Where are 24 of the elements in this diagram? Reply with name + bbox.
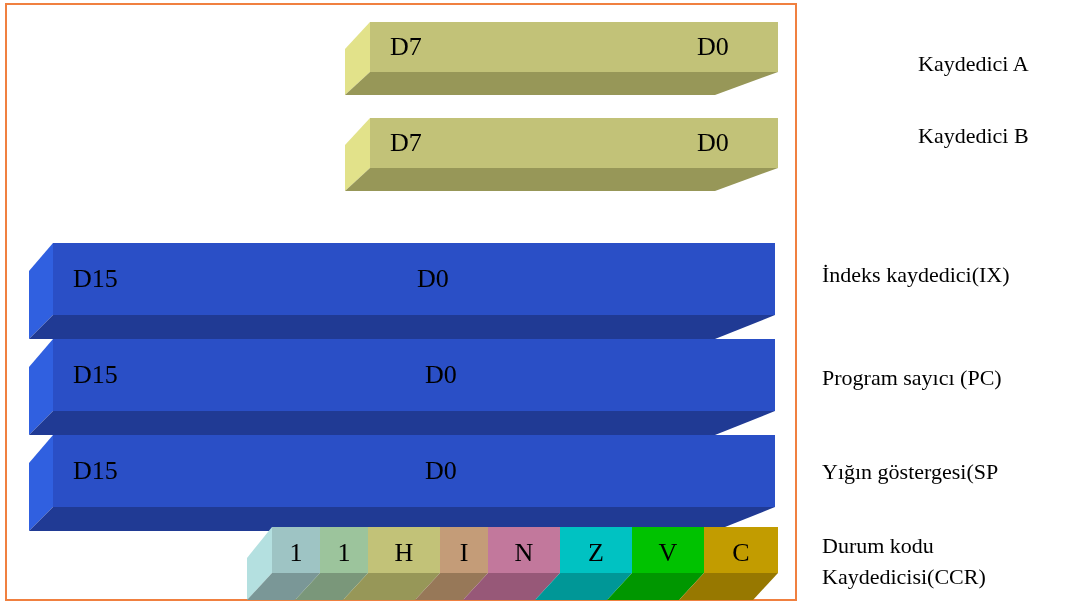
register-name: Yığın göstergesi(SP	[822, 458, 999, 486]
flag-label: V	[657, 538, 679, 568]
bit-label: D7	[390, 32, 422, 62]
bit-label: D0	[697, 32, 729, 62]
flag-label: C	[731, 538, 751, 568]
flag-label: Z	[587, 538, 605, 568]
register-name: Kaydedici A	[918, 50, 1030, 78]
bit-label: D0	[425, 456, 457, 486]
bit-label: D7	[390, 128, 422, 158]
flag-label: 1	[288, 538, 304, 568]
bit-label: D15	[73, 360, 118, 390]
flag-label: H	[393, 538, 415, 568]
flag-label: N	[513, 538, 535, 568]
flag-label: 1	[336, 538, 352, 568]
register-name: İndeks kaydedici(IX)	[822, 261, 1010, 289]
bit-label: D0	[697, 128, 729, 158]
register-name: Kaydedici B	[918, 122, 1030, 150]
bit-label: D0	[425, 360, 457, 390]
register-name: Program sayıcı (PC)	[822, 364, 1002, 392]
bit-label: D15	[73, 264, 118, 294]
bit-label: D15	[73, 456, 118, 486]
flag-label: I	[458, 538, 470, 568]
register-name: Durum kodu Kaydedicisi(CCR)	[822, 532, 987, 591]
bit-label: D0	[417, 264, 449, 294]
